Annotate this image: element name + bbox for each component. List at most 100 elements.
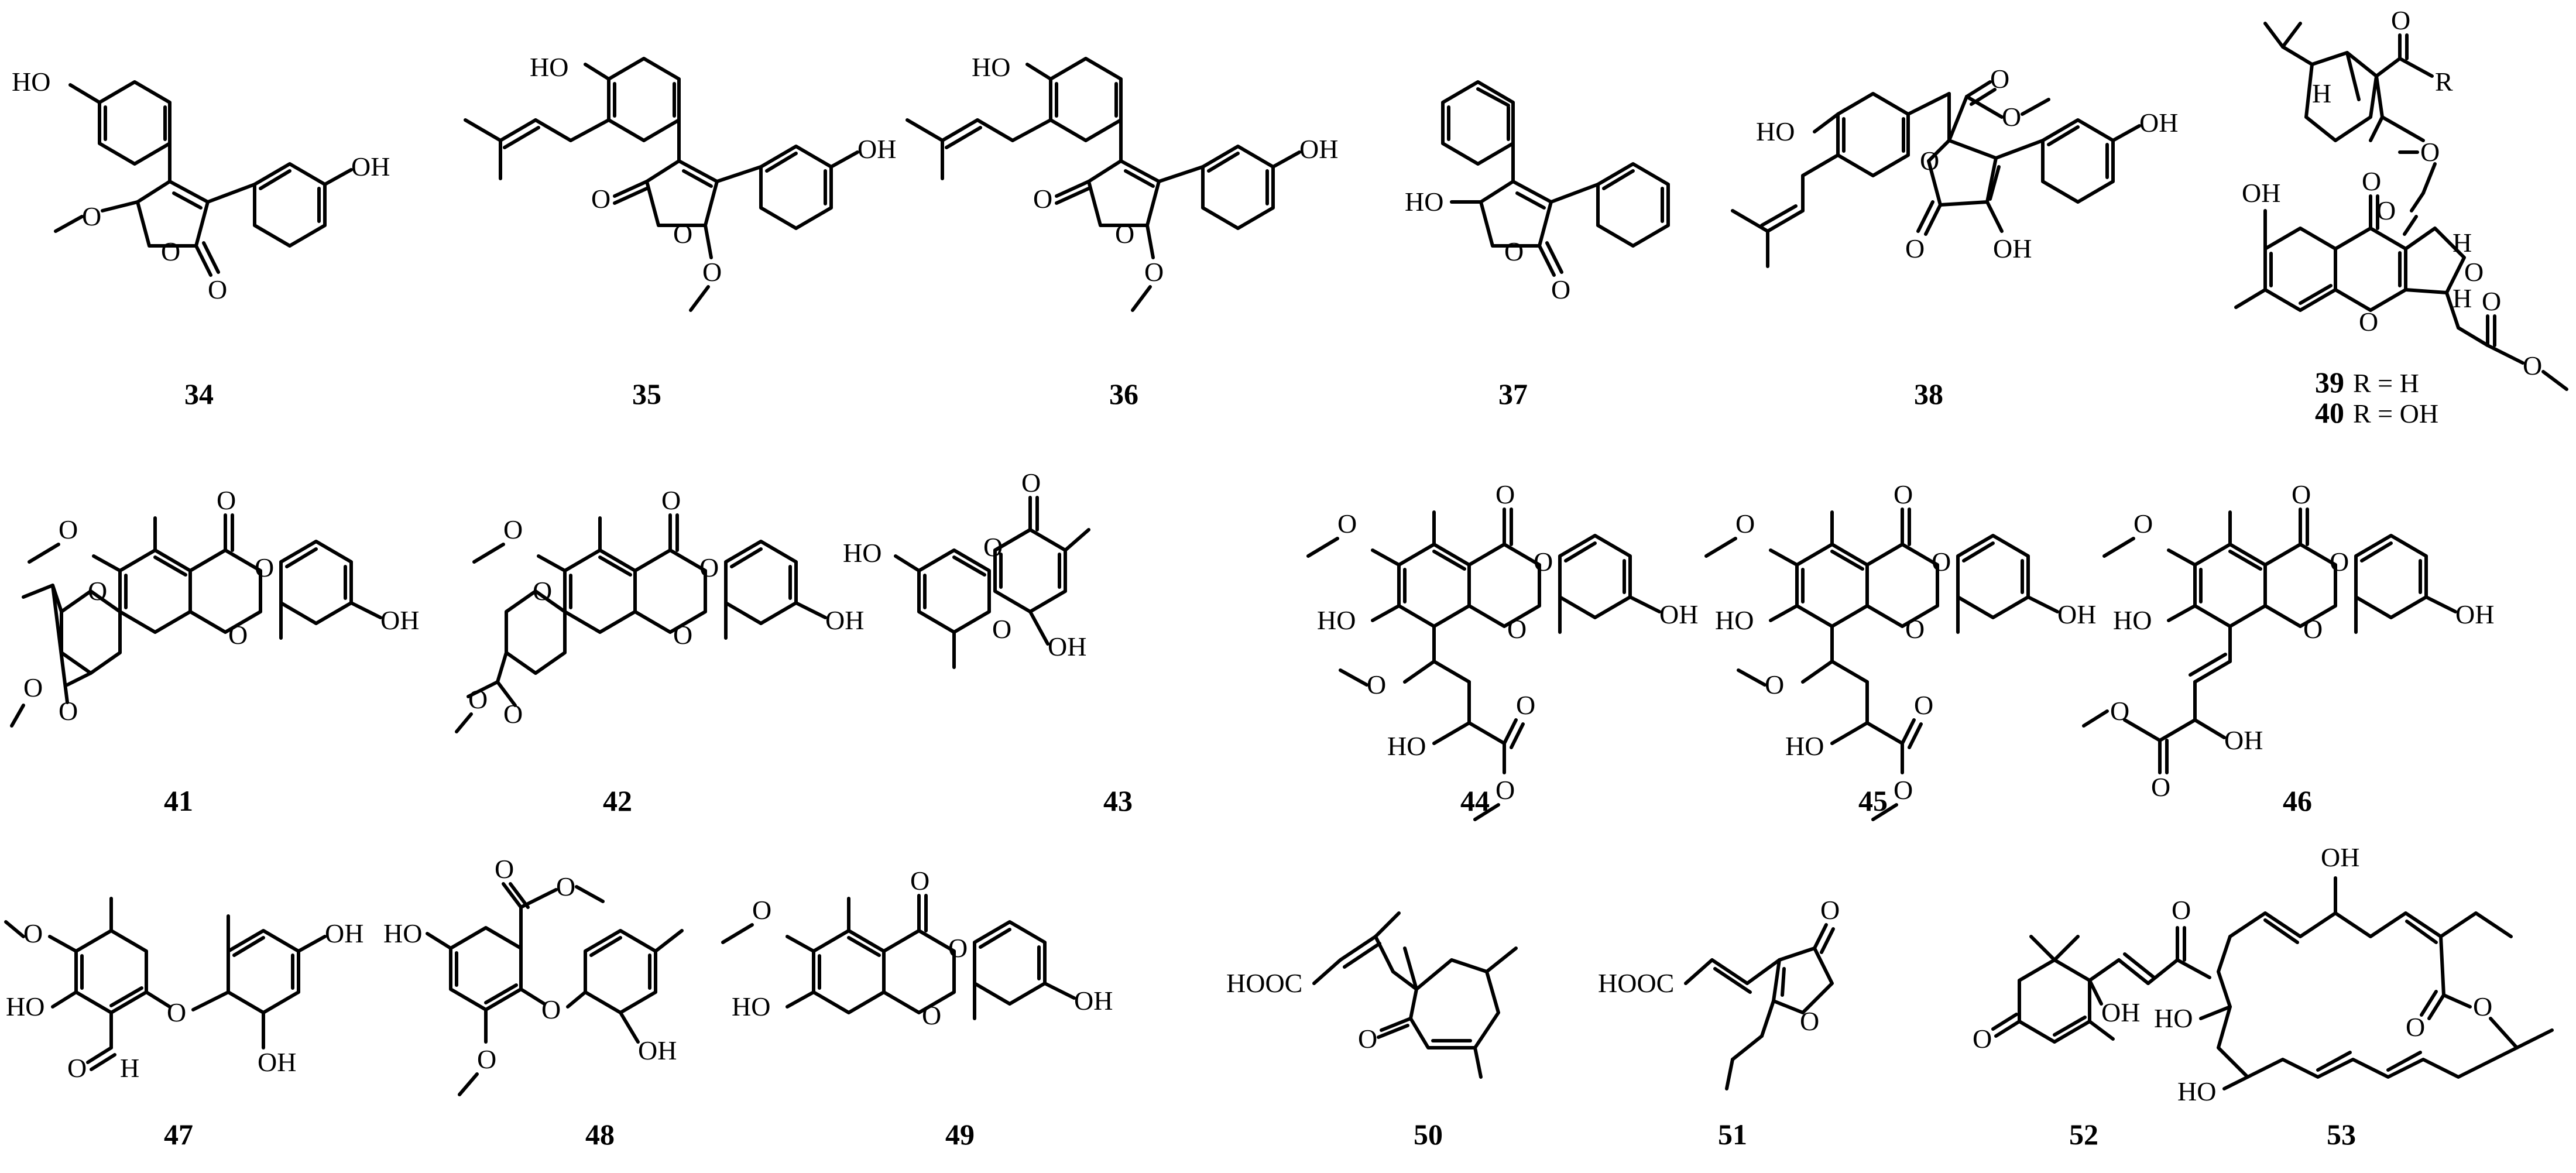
- svg-text:O: O: [673, 620, 692, 650]
- svg-text:O: O: [1337, 509, 1357, 539]
- svg-text:HO: HO: [1317, 605, 1356, 635]
- structure-53: O O OH HO HO: [2154, 842, 2554, 1106]
- svg-text:O: O: [1358, 1024, 1377, 1054]
- svg-text:O: O: [673, 219, 692, 249]
- compound-label-51: 51: [1718, 1118, 1747, 1151]
- compound-label-48: 48: [585, 1118, 615, 1151]
- svg-text:OH: OH: [1299, 134, 1338, 164]
- svg-text:HO: HO: [6, 992, 44, 1021]
- svg-text:O: O: [1115, 219, 1134, 249]
- svg-text:HO: HO: [1756, 116, 1795, 146]
- svg-text:OH: OH: [380, 605, 419, 635]
- svg-text:O: O: [1367, 670, 1386, 699]
- svg-text:HO: HO: [1715, 605, 1754, 635]
- svg-text:O: O: [2330, 547, 2349, 577]
- svg-text:O: O: [2420, 137, 2440, 167]
- svg-text:O: O: [88, 576, 107, 606]
- structure-37: O O HO: [1405, 80, 1670, 304]
- svg-text:O: O: [2523, 351, 2542, 380]
- svg-text:O: O: [255, 553, 274, 582]
- compound-label-49: 49: [945, 1118, 975, 1151]
- svg-text:OH: OH: [1993, 234, 2032, 263]
- compound-r-label-40: R = OH: [2353, 399, 2438, 428]
- svg-text:O: O: [1534, 547, 1553, 577]
- compound-label-37: 37: [1498, 378, 1528, 410]
- svg-text:O: O: [591, 184, 610, 214]
- structure-44: O HO O HO O O O O O OH: [1306, 479, 1698, 821]
- svg-text:O: O: [1144, 257, 1164, 287]
- svg-text:O: O: [2473, 992, 2492, 1021]
- structure-42: O O O O O OH O O: [455, 485, 864, 733]
- svg-text:O: O: [2362, 166, 2381, 196]
- svg-text:O: O: [948, 933, 968, 963]
- compound-label-47: 47: [164, 1118, 193, 1151]
- svg-text:O: O: [228, 620, 248, 650]
- svg-text:O: O: [67, 1053, 87, 1083]
- svg-text:O: O: [503, 699, 523, 729]
- svg-text:HO: HO: [1785, 731, 1824, 761]
- structure-43: HO O O O OH: [843, 468, 1090, 669]
- structure-35: HO OH O O O: [464, 52, 896, 312]
- svg-text:O: O: [23, 918, 43, 948]
- svg-text:R: R: [2435, 67, 2453, 97]
- compound-label-50: 50: [1414, 1118, 1443, 1151]
- svg-text:O: O: [1990, 64, 2009, 94]
- svg-text:O: O: [1021, 468, 1041, 498]
- compound-label-34: 34: [184, 378, 214, 410]
- svg-text:OH: OH: [258, 1047, 296, 1077]
- svg-text:O: O: [661, 485, 681, 515]
- svg-text:H: H: [2312, 78, 2331, 108]
- svg-text:OH: OH: [1659, 599, 1698, 629]
- svg-text:OH: OH: [2057, 599, 2096, 629]
- svg-text:O: O: [59, 696, 78, 726]
- svg-text:O: O: [2292, 479, 2311, 509]
- svg-text:HOOC: HOOC: [1226, 968, 1302, 998]
- svg-text:O: O: [495, 854, 514, 884]
- svg-text:O: O: [59, 515, 78, 544]
- svg-text:OH: OH: [351, 152, 390, 181]
- svg-text:HO: HO: [732, 992, 770, 1021]
- svg-text:O: O: [2303, 614, 2323, 644]
- svg-text:O: O: [1495, 479, 1515, 509]
- svg-text:O: O: [2133, 509, 2153, 539]
- svg-text:HO: HO: [530, 52, 568, 82]
- svg-text:O: O: [1735, 509, 1755, 539]
- svg-text:O: O: [541, 994, 561, 1024]
- svg-text:O: O: [217, 485, 236, 515]
- svg-text:O: O: [208, 275, 227, 304]
- compound-label-43: 43: [1103, 784, 1133, 817]
- svg-text:H: H: [120, 1053, 139, 1083]
- svg-text:O: O: [468, 684, 488, 714]
- structure-34: HO OH O O O: [12, 67, 390, 304]
- svg-text:O: O: [699, 553, 719, 582]
- svg-text:O: O: [1920, 146, 1939, 176]
- svg-text:HO: HO: [12, 67, 50, 97]
- compound-label-42: 42: [603, 784, 632, 817]
- svg-text:O: O: [1894, 479, 1913, 509]
- svg-text:OH: OH: [2242, 178, 2280, 208]
- svg-text:O: O: [82, 201, 101, 231]
- structure-50: HOOC O: [1226, 911, 1518, 1079]
- compound-label-52: 52: [2069, 1118, 2098, 1151]
- compound-label-46: 46: [2283, 784, 2312, 817]
- svg-text:O: O: [556, 872, 575, 901]
- structure-46: O HO OH O O O O O OH: [2082, 479, 2494, 802]
- svg-text:HO: HO: [383, 918, 422, 948]
- svg-text:O: O: [2002, 102, 2021, 132]
- svg-text:H: H: [2452, 283, 2472, 313]
- compound-label-53: 53: [2327, 1118, 2356, 1151]
- svg-text:HO: HO: [1405, 187, 1443, 217]
- svg-text:O: O: [23, 673, 43, 702]
- svg-text:O: O: [2110, 696, 2129, 726]
- svg-text:O: O: [1495, 775, 1515, 805]
- structure-36: HO OH O O O: [905, 52, 1338, 312]
- svg-text:O: O: [533, 576, 552, 606]
- svg-text:O: O: [2482, 286, 2501, 316]
- svg-text:O: O: [922, 1000, 941, 1030]
- svg-text:O: O: [1507, 614, 1527, 644]
- compound-label-45: 45: [1858, 784, 1888, 817]
- svg-text:O: O: [1800, 1006, 1819, 1036]
- svg-text:OH: OH: [2321, 842, 2359, 872]
- svg-text:OH: OH: [325, 918, 363, 948]
- svg-text:H: H: [2452, 228, 2472, 258]
